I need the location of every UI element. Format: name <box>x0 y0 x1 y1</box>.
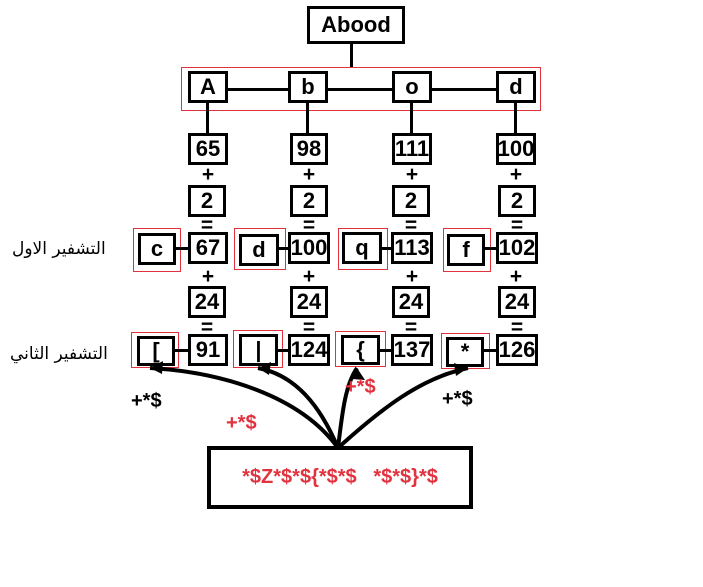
first-value-box-2: 100 <box>288 232 330 264</box>
equals-sign: = <box>404 214 418 237</box>
second-link-4 <box>484 349 496 352</box>
letter-link-3 <box>410 103 413 133</box>
first-char-box-2: d <box>239 234 279 266</box>
second-link-1 <box>175 349 188 352</box>
first-link-1 <box>176 247 188 250</box>
second-value-box-4: 126 <box>496 334 538 366</box>
first-char-box-3: q <box>342 232 382 264</box>
letter-box-1: A <box>188 71 228 103</box>
equals-sign: = <box>510 214 524 237</box>
letter-link-2 <box>306 103 309 133</box>
second-value-box-2: 124 <box>288 334 330 366</box>
equals-sign: = <box>200 214 214 237</box>
letter-link-4 <box>514 103 517 133</box>
plus-sign: + <box>302 163 316 186</box>
letter-box-3: o <box>392 71 432 103</box>
second-char-box-4: * <box>446 337 484 367</box>
first-char-box-4: f <box>447 234 485 266</box>
ascii-box-4: 100 <box>496 133 536 165</box>
equals-sign: = <box>510 316 524 339</box>
second-char-box-3: { <box>341 335 380 365</box>
arrow-curve <box>336 366 469 450</box>
letters-connector <box>226 88 500 91</box>
first-link-2 <box>279 247 289 250</box>
separator-marker: +*$ <box>345 376 376 398</box>
equals-sign: = <box>404 316 418 339</box>
ascii-box-1: 65 <box>188 133 228 165</box>
key-first-box-2: 2 <box>290 185 328 217</box>
first-char-frame-4 <box>443 228 491 272</box>
first-link-3 <box>382 247 392 250</box>
equals-sign: = <box>200 316 214 339</box>
key-first-box-3: 2 <box>392 185 430 217</box>
key-first-box-1: 2 <box>188 185 226 217</box>
first-encryption-label: التشفير الاول <box>12 239 106 259</box>
plus-sign: + <box>201 265 215 288</box>
root-connector <box>350 44 353 68</box>
plus-sign: + <box>302 265 316 288</box>
separator-marker: +*$ <box>131 390 162 412</box>
key-second-box-3: 24 <box>392 286 430 318</box>
arrow-curve <box>149 366 340 450</box>
first-value-box-4: 102 <box>496 232 538 264</box>
arrow-curve <box>257 366 340 449</box>
equals-sign: = <box>302 214 316 237</box>
plus-sign: + <box>201 163 215 186</box>
separator-marker: +*$ <box>442 388 473 410</box>
root-name-box: Abood <box>307 6 405 44</box>
plus-sign: + <box>405 163 419 186</box>
first-value-box-1: 67 <box>188 232 228 264</box>
arrow-head <box>150 361 163 374</box>
plus-sign: + <box>509 265 523 288</box>
ciphertext-box: *$Z*$*${*$*$ *$*$}*$ <box>207 446 473 509</box>
second-char-box-1: [ <box>137 336 175 366</box>
first-char-box-1: c <box>138 233 176 265</box>
plus-sign: + <box>405 265 419 288</box>
key-second-box-1: 24 <box>188 286 226 318</box>
second-value-box-1: 91 <box>188 334 228 366</box>
first-value-box-3: 113 <box>391 232 433 264</box>
ciphertext: *$Z*$*${*$*$ *$*$}*$ <box>242 466 438 488</box>
second-link-2 <box>278 349 288 352</box>
separator-marker: +*$ <box>226 412 257 434</box>
arrow-head <box>352 368 365 380</box>
key-second-box-4: 24 <box>498 286 536 318</box>
second-value-box-3: 137 <box>391 334 433 366</box>
ascii-box-2: 98 <box>290 133 328 165</box>
equals-sign: = <box>302 316 316 339</box>
key-first-box-4: 2 <box>498 185 536 217</box>
arrow-curve <box>336 366 359 449</box>
letter-box-4: d <box>496 71 536 103</box>
first-char-frame-1 <box>133 228 181 272</box>
second-link-3 <box>380 349 391 352</box>
letter-box-2: b <box>288 71 328 103</box>
second-char-box-2: | <box>239 334 278 366</box>
first-link-4 <box>485 247 497 250</box>
second-encryption-label: التشفير الثاني <box>10 344 108 364</box>
key-second-box-2: 24 <box>290 286 328 318</box>
ascii-box-3: 111 <box>392 133 432 165</box>
letter-link-1 <box>206 103 209 133</box>
plus-sign: + <box>509 163 523 186</box>
arrow-head <box>454 363 468 376</box>
arrow-head <box>258 362 271 375</box>
letters-group-frame <box>181 67 541 111</box>
